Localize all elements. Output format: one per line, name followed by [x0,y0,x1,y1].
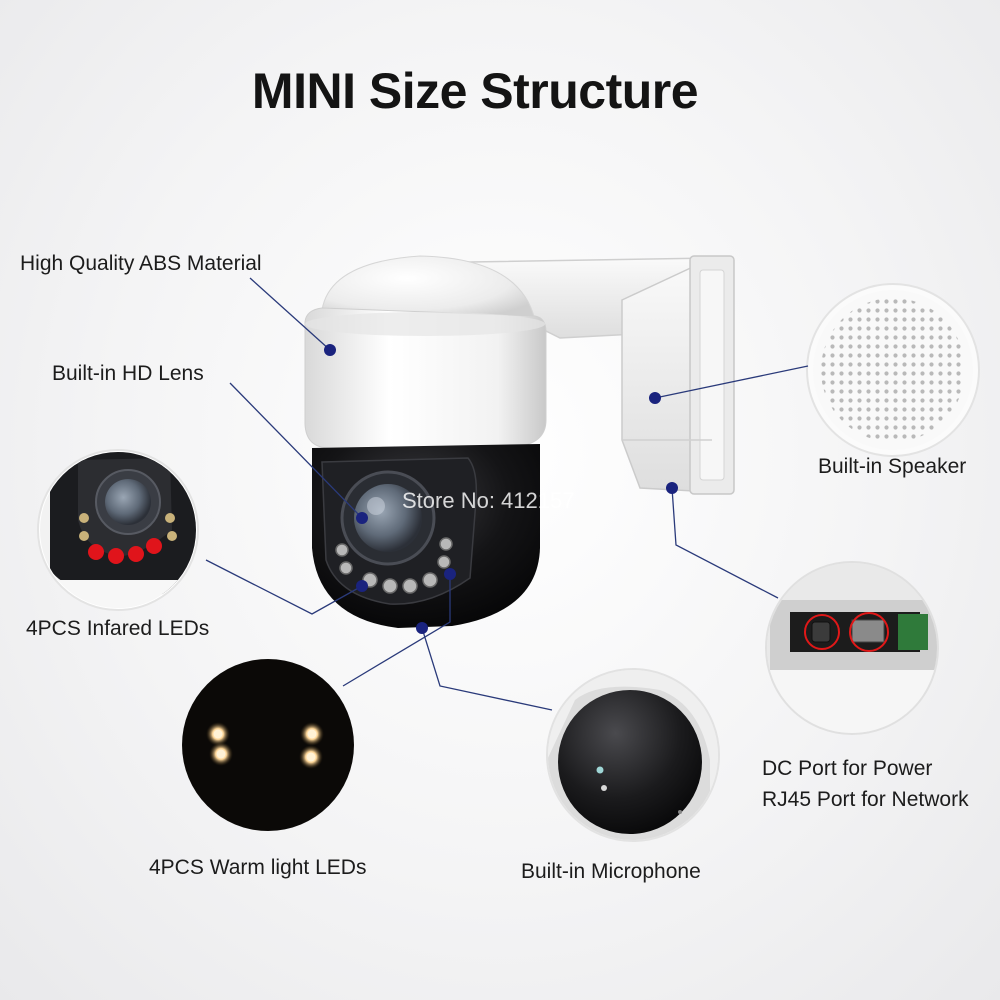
inset-microphone [546,668,720,842]
inset-infrared-leds [37,449,199,611]
label-warm-leds: 4PCS Warm light LEDs [149,856,367,879]
store-watermark: Store No: 412157 [402,488,575,513]
pointer-dots [324,344,678,634]
inset-ports [765,561,939,735]
pointer-dot-abs [324,344,336,356]
label-hd-lens: Built-in HD Lens [52,362,204,385]
inset-warm-leds [182,659,354,831]
label-rj45-port: RJ45 Port for Network [762,788,969,811]
pointer-dot-mic [416,622,428,634]
pointer-dot-warm [444,568,456,580]
pointer-dot-ports [666,482,678,494]
camera-housing [304,255,547,449]
leader-lines [205,277,809,711]
infrared-led-ring [335,537,453,594]
pointer-dot-infrared [356,580,368,592]
label-speaker: Built-in Speaker [818,455,967,478]
pointer-dot-speaker [649,392,661,404]
label-microphone: Built-in Microphone [521,860,701,883]
label-infrared-leds: 4PCS Infared LEDs [26,617,210,640]
inset-speaker [806,283,980,457]
label-dc-port: DC Port for Power [762,757,933,780]
page-title: MINI Size Structure [251,63,699,119]
pointer-dot-lens [356,512,368,524]
label-abs-material: High Quality ABS Material [20,252,262,275]
camera-black-head [312,444,540,628]
